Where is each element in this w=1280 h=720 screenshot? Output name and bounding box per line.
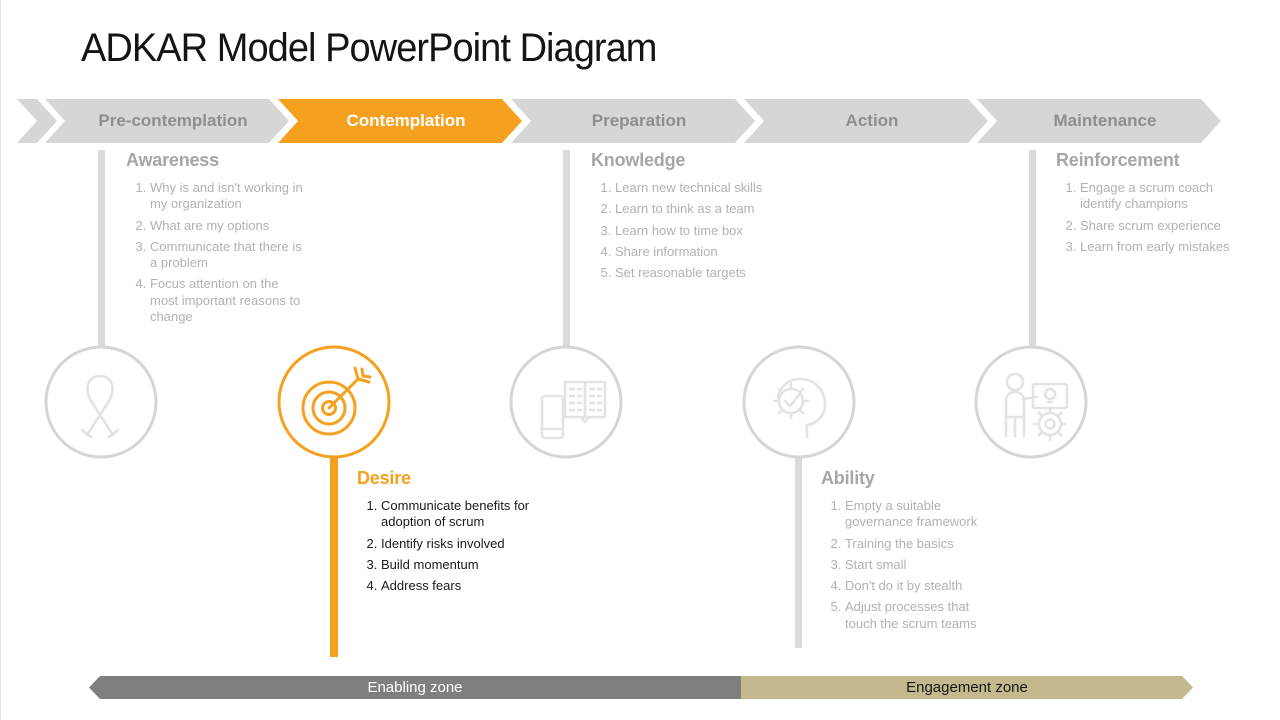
list-item: Learn to think as a team [615, 201, 797, 217]
enabling-zone-label: Enabling zone [367, 679, 463, 696]
reinforcement-heading: Reinforcement [1056, 150, 1180, 170]
stage-label: Maintenance [1053, 111, 1157, 130]
list-item: Communicate that there is a problem [150, 239, 306, 272]
open-book-icon [509, 345, 623, 459]
stage-label: Contemplation [346, 111, 466, 130]
list-item: Focus attention on the most important re… [150, 276, 306, 325]
stage-label: Pre-contemplation [98, 111, 248, 130]
desire-heading: Desire [357, 468, 411, 488]
awareness-connector-line [98, 150, 105, 346]
knowledge-circle [508, 344, 624, 460]
page-title: ADKAR Model PowerPoint Diagram [81, 26, 657, 70]
awareness-block: Awareness Why is and isn't working in my… [126, 150, 306, 330]
ability-heading: Ability [821, 468, 875, 488]
reinforcement-list: Engage a scrum coach identify champions … [1056, 180, 1232, 255]
trainer-gear-idea-icon [974, 345, 1088, 459]
list-item: Why is and isn't working in my organizat… [150, 180, 306, 213]
reinforcement-circle [973, 344, 1089, 460]
knowledge-list: Learn new technical skills Learn to thin… [591, 180, 797, 281]
stage-chevron-bar: Pre-contemplation Contemplation Preparat… [1, 99, 1280, 143]
desire-connector-line [330, 458, 338, 657]
list-item: What are my options [150, 218, 306, 234]
desire-block: Desire Communicate benefits for adoption… [357, 468, 547, 599]
list-item: Engage a scrum coach identify champions [1080, 180, 1232, 213]
reinforcement-block: Reinforcement Engage a scrum coach ident… [1056, 150, 1232, 260]
list-item: Communicate benefits for adoption of scr… [381, 498, 547, 531]
list-item: Learn how to time box [615, 223, 797, 239]
desire-circle [276, 344, 392, 460]
stage-maintenance: Maintenance [977, 99, 1221, 143]
list-item: Learn new technical skills [615, 180, 797, 196]
list-item: Share scrum experience [1080, 218, 1232, 234]
stage-action: Action [744, 99, 988, 143]
list-item: Training the basics [845, 536, 997, 552]
awareness-list: Why is and isn't working in my organizat… [126, 180, 306, 325]
head-gear-check-icon [742, 345, 856, 459]
reinforcement-connector-line [1029, 150, 1036, 346]
stage-label: Preparation [591, 111, 687, 130]
awareness-circle [43, 344, 159, 460]
list-item: Start small [845, 557, 997, 573]
knowledge-heading: Knowledge [591, 150, 686, 170]
ability-circle [741, 344, 857, 460]
stage-pre-contemplation: Pre-contemplation [45, 99, 289, 143]
list-item: Address fears [381, 578, 547, 594]
ability-list: Empty a suitable governance framework Tr… [821, 498, 997, 632]
enabling-zone-bar: Enabling zone [89, 676, 741, 699]
desire-list: Communicate benefits for adoption of scr… [357, 498, 547, 594]
awareness-heading: Awareness [126, 150, 219, 170]
list-item: Identify risks involved [381, 536, 547, 552]
knowledge-connector-line [563, 150, 570, 346]
list-item: Build momentum [381, 557, 547, 573]
stage-preparation: Preparation [511, 99, 755, 143]
target-arrow-icon [277, 345, 391, 459]
awareness-ribbon-icon [44, 345, 158, 459]
engagement-zone-bar: Engagement zone [741, 676, 1193, 699]
engagement-zone-label: Engagement zone [906, 679, 1028, 696]
ability-block: Ability Empty a suitable governance fram… [821, 468, 997, 637]
ability-connector-line [795, 458, 802, 648]
list-item: Learn from early mistakes [1080, 239, 1232, 255]
list-item: Don't do it by stealth [845, 578, 997, 594]
list-item: Adjust processes that touch the scrum te… [845, 599, 997, 632]
stage-contemplation: Contemplation [278, 99, 522, 143]
list-item: Empty a suitable governance framework [845, 498, 997, 531]
stage-label: Action [845, 111, 899, 130]
knowledge-block: Knowledge Learn new technical skills Lea… [591, 150, 797, 286]
list-item: Share information [615, 244, 797, 260]
list-item: Set reasonable targets [615, 265, 797, 281]
